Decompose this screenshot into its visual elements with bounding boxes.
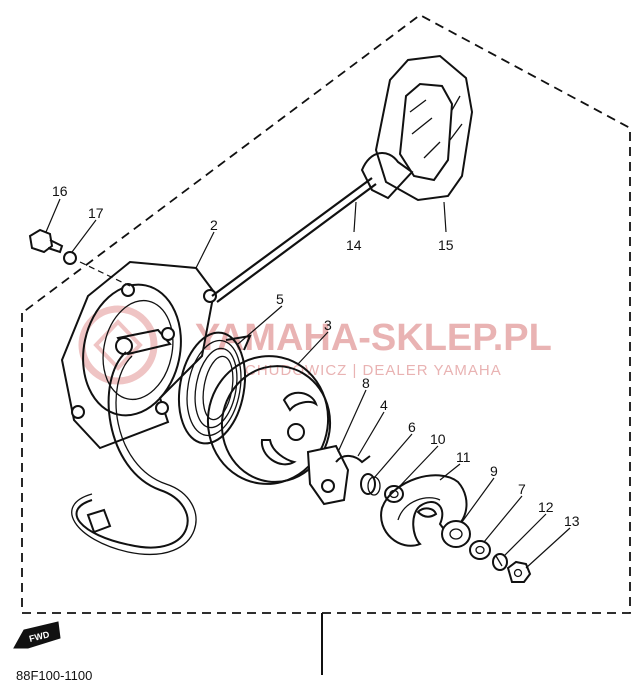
washer-7 bbox=[469, 540, 491, 560]
stop-switch-wire-outline bbox=[71, 355, 197, 555]
pawl-spring bbox=[335, 455, 371, 464]
bolt bbox=[28, 228, 64, 254]
callout-15: 15 bbox=[438, 237, 454, 253]
callout-6: 6 bbox=[408, 419, 416, 435]
callouts: 16 17 2 5 3 8 4 6 10 11 9 7 12 13 14 15 bbox=[52, 183, 580, 529]
stop-switch-wire bbox=[75, 351, 189, 549]
forward-arrow-icon bbox=[13, 621, 61, 649]
callout-2: 2 bbox=[210, 217, 218, 233]
washer-17 bbox=[63, 251, 77, 265]
nut-hole bbox=[513, 568, 523, 578]
forward-label: FWD bbox=[28, 629, 51, 644]
washer-10 bbox=[384, 485, 404, 503]
spiral-spring bbox=[178, 331, 252, 445]
starter-handle bbox=[360, 54, 474, 202]
watermark-main-text: YAMAHA-SKLEP.PL bbox=[195, 317, 552, 359]
watermark-sub-text: CHUDOWICZ | DEALER YAMAHA bbox=[245, 362, 502, 379]
assembly-boundary bbox=[21, 13, 631, 614]
pawl bbox=[306, 444, 350, 506]
nut bbox=[506, 560, 532, 583]
callout-12: 12 bbox=[538, 499, 554, 515]
washer-9-hole bbox=[449, 528, 463, 540]
washer-7-hole bbox=[475, 545, 485, 555]
callout-7: 7 bbox=[518, 481, 526, 497]
callout-11: 11 bbox=[456, 449, 471, 465]
callout-9: 9 bbox=[490, 463, 498, 479]
callout-8: 8 bbox=[362, 375, 370, 391]
starter-rope bbox=[211, 177, 377, 303]
callout-10: 10 bbox=[430, 431, 446, 447]
callout-4: 4 bbox=[380, 397, 388, 413]
wire-terminal bbox=[86, 508, 112, 534]
friction-plate bbox=[380, 474, 468, 547]
watermark-logo-mark bbox=[93, 319, 143, 371]
starter-case bbox=[60, 260, 217, 450]
spring bbox=[360, 473, 381, 496]
callout-16: 16 bbox=[52, 183, 68, 199]
watermark: YAMAHA-SKLEP.PL CHUDOWICZ | DEALER YAMAH… bbox=[78, 305, 552, 385]
washer-9 bbox=[441, 520, 471, 548]
callout-13: 13 bbox=[564, 513, 580, 529]
callout-17: 17 bbox=[88, 205, 104, 221]
sheave-drum bbox=[206, 355, 332, 485]
forward-direction-badge: FWD bbox=[13, 621, 61, 649]
pawl-hole bbox=[321, 479, 335, 493]
diagram-code: 88F100-1100 bbox=[16, 668, 92, 683]
callout-5: 5 bbox=[276, 291, 284, 307]
leader-lines bbox=[45, 198, 571, 569]
callout-14: 14 bbox=[346, 237, 362, 253]
callout-3: 3 bbox=[324, 317, 332, 333]
lock-washer-split bbox=[495, 555, 503, 567]
